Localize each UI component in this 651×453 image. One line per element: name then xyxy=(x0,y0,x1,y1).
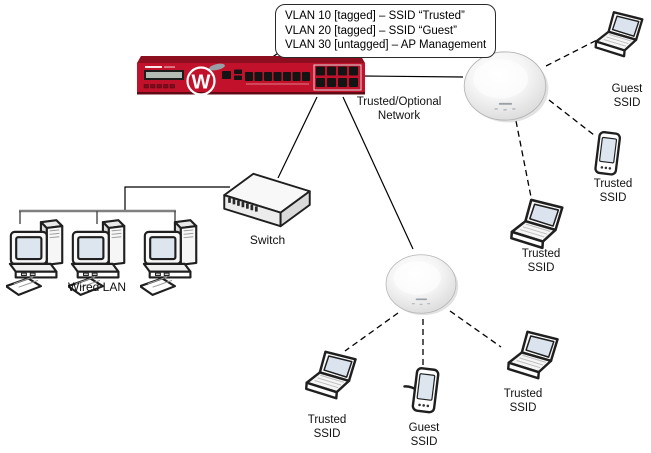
trusted-ssid-label-bottom-left: Trusted SSID xyxy=(307,414,347,440)
phone-guest-bottom xyxy=(400,366,446,418)
wifi-top-ap-trusted-laptop xyxy=(515,120,532,198)
vlan-callout-line-1: VLAN 10 [tagged] – SSID “Trusted” xyxy=(285,10,465,22)
laptop-guest-top-right xyxy=(589,2,651,74)
trusted-ssid-label-phone-right: Trusted SSID xyxy=(593,178,633,204)
access-point-top xyxy=(459,47,551,125)
wired-lan-label: Wired LAN xyxy=(67,280,126,294)
desktop-pc-3 xyxy=(140,218,204,302)
console-usb-ports xyxy=(222,69,242,80)
guest-ssid-label-bottom: Guest SSID xyxy=(408,422,440,448)
watchguard-brand-text xyxy=(145,66,162,68)
vlan-callout-box: VLAN 10 [tagged] – SSID “Trusted” VLAN 2… xyxy=(275,4,497,58)
laptop-trusted-bottom-right xyxy=(500,328,570,390)
laptop-trusted-bottom-left xyxy=(298,348,368,410)
watchguard-logo-letter: W xyxy=(192,72,211,94)
firewall-appliance: W xyxy=(137,56,365,98)
link-firewall-top-ap xyxy=(361,75,464,78)
watchguard-swoosh xyxy=(209,63,225,71)
watchguard-logo xyxy=(186,66,216,96)
trusted-optional-network-label: Trusted/Optional Network xyxy=(356,96,442,122)
switch-label: Switch xyxy=(249,233,286,247)
firewall-buttons xyxy=(143,84,175,89)
access-point-lower xyxy=(383,247,459,321)
guest-ssid-label-top-right: Guest SSID xyxy=(611,83,643,109)
ethernet-ports-block xyxy=(313,64,362,91)
vlan-callout-line-3: VLAN 30 [untagged] – AP Management xyxy=(285,39,487,51)
vlan-callout-line-2: VLAN 20 [tagged] – SSID “Guest” xyxy=(285,24,457,37)
ethernet-ports-row xyxy=(245,72,310,85)
link-switch-lan xyxy=(124,186,230,210)
trusted-ssid-label-bottom-right: Trusted SSID xyxy=(503,388,543,414)
firewall-top-bevel xyxy=(137,56,365,63)
trusted-ssid-label-mid-right: Trusted SSID xyxy=(521,248,561,274)
phone-trusted-right xyxy=(586,130,628,180)
switch-device xyxy=(220,166,314,234)
